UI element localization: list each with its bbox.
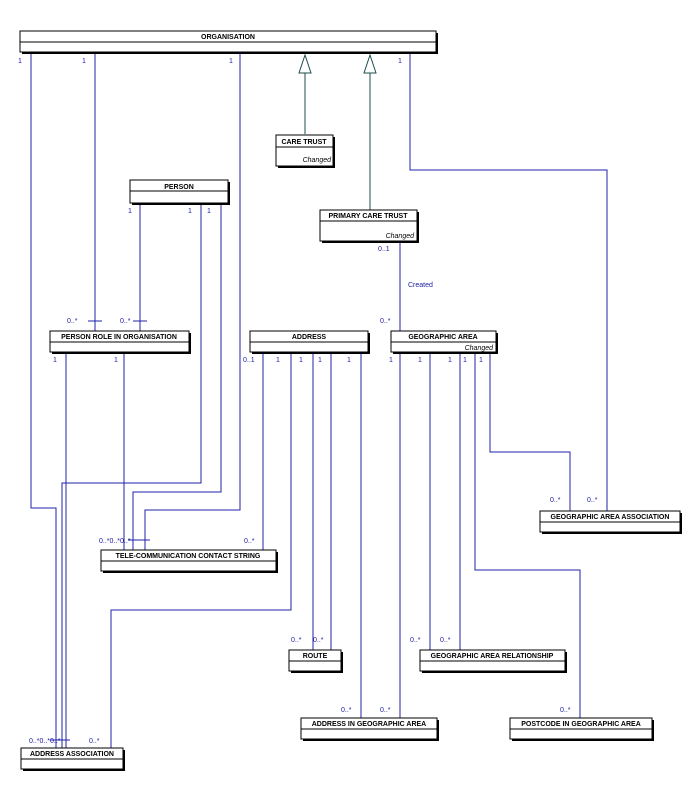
multiplicity: 0..*: [341, 707, 352, 714]
organisation-entity[interactable]: ORGANISATION: [19, 30, 438, 54]
address-entity[interactable]: ADDRESS: [249, 330, 370, 354]
address-title: ADDRESS: [292, 334, 327, 341]
telecom-title: TELE-COMMUNICATION CONTACT STRING: [116, 553, 261, 560]
multiplicity: 0..*: [89, 738, 100, 745]
multiplicity: 1: [318, 357, 322, 364]
relationship-lines: [30, 53, 608, 748]
primary-care-trust-note: Changed: [386, 233, 416, 240]
org-to-telecom-line: [144, 54, 241, 550]
address-association-title: ADDRESS ASSOCIATION: [30, 751, 114, 758]
postcode-in-geo-area-entity[interactable]: POSTCODE IN GEOGRAPHIC AREA: [509, 717, 654, 741]
geographic-area-entity[interactable]: GEOGRAPHIC AREA Changed: [390, 330, 498, 354]
multiplicity: 0..*: [291, 637, 302, 644]
multiplicity: 0..*0..*0..*: [29, 738, 61, 745]
multiplicity: 1: [188, 208, 192, 215]
geo-to-geo-association-line: [489, 353, 571, 511]
address-in-geo-area-entity[interactable]: ADDRESS IN GEOGRAPHIC AREA: [300, 717, 439, 741]
multiplicity: 0..*: [380, 707, 391, 714]
multiplicity: 1: [389, 357, 393, 364]
multiplicity: 0..*: [560, 707, 571, 714]
org-to-geo-association-line: [409, 54, 608, 511]
multiplicity: 0..*: [120, 318, 131, 325]
multiplicity: 0..*: [67, 318, 78, 325]
multiplicity: 0..*: [380, 318, 391, 325]
person-role-entity[interactable]: PERSON ROLE IN ORGANISATION: [49, 330, 191, 354]
organisation-title: ORGANISATION: [201, 34, 255, 41]
address-in-geo-area-title: ADDRESS IN GEOGRAPHIC AREA: [312, 721, 426, 728]
multiplicity: 1: [53, 357, 57, 364]
address-association-entity[interactable]: ADDRESS ASSOCIATION: [20, 747, 125, 771]
multiplicity: 1: [114, 357, 118, 364]
multiplicity: 1: [207, 208, 211, 215]
multiplicity: 1: [347, 357, 351, 364]
multiplicity: 1: [276, 357, 280, 364]
multiplicity: 1: [463, 357, 467, 364]
primary-care-trust-title: PRIMARY CARE TRUST: [329, 213, 409, 220]
multiplicity: 0..*: [587, 497, 598, 504]
multiplicity: 1: [128, 208, 132, 215]
multiplicity: 0..*: [410, 637, 421, 644]
care-trust-title: CARE TRUST: [281, 139, 327, 146]
geo-area-relationship-entity[interactable]: GEOGRAPHIC AREA RELATIONSHIP: [419, 649, 567, 673]
person-entity[interactable]: PERSON: [129, 179, 230, 205]
org-to-address-association-line: [30, 54, 57, 748]
geo-to-postcode-line: [474, 353, 581, 718]
care-trust-generalisation-arrow: [298, 53, 312, 74]
geographic-area-association-title: GEOGRAPHIC AREA ASSOCIATION: [551, 514, 670, 521]
route-title: ROUTE: [303, 653, 328, 660]
multiplicity: 1: [479, 357, 483, 364]
multiplicity: 0..*: [244, 538, 255, 545]
care-trust-note: Changed: [303, 157, 333, 164]
person-role-title: PERSON ROLE IN ORGANISATION: [61, 334, 177, 341]
multiplicity: 1: [229, 58, 233, 65]
person-to-address-association-line: [61, 205, 202, 748]
primary-care-trust-entity[interactable]: PRIMARY CARE TRUST Changed: [319, 209, 419, 243]
multiplicity: 1: [448, 357, 452, 364]
geographic-area-note: Changed: [465, 345, 495, 352]
multiplicity: 0..*: [550, 497, 561, 504]
multiplicity: 1: [299, 357, 303, 364]
address-to-address-association-line: [110, 353, 292, 748]
geographic-area-association-entity[interactable]: GEOGRAPHIC AREA ASSOCIATION: [539, 510, 682, 534]
multiplicity: 1: [18, 58, 22, 65]
multiplicity: 1: [82, 58, 86, 65]
multiplicity: 0..1: [243, 357, 255, 364]
multiplicity-labels: 1 1 1 1 1 1 1 0..1 0..* 0..* 1 1 0..1 1 …: [18, 58, 598, 745]
geo-area-relationship-title: GEOGRAPHIC AREA RELATIONSHIP: [431, 653, 554, 660]
multiplicity: 0..1: [378, 246, 390, 253]
multiplicity: 1: [398, 58, 402, 65]
multiplicity: 0..*: [440, 637, 451, 644]
pct-geo-relationship-label: Created: [408, 282, 433, 289]
person-title: PERSON: [164, 184, 194, 191]
postcode-in-geo-area-title: POSTCODE IN GEOGRAPHIC AREA: [521, 721, 641, 728]
care-trust-entity[interactable]: CARE TRUST Changed: [275, 134, 335, 168]
multiplicity: 0..*: [313, 637, 324, 644]
telecom-entity[interactable]: TELE-COMMUNICATION CONTACT STRING: [100, 549, 278, 573]
multiplicity: 0..*0..*0..*: [99, 538, 131, 545]
geographic-area-title: GEOGRAPHIC AREA: [408, 334, 477, 341]
route-entity[interactable]: ROUTE: [288, 649, 343, 673]
person-to-telecom-line: [132, 205, 222, 550]
pct-generalisation-arrow: [363, 53, 377, 74]
multiplicity: 1: [418, 357, 422, 364]
